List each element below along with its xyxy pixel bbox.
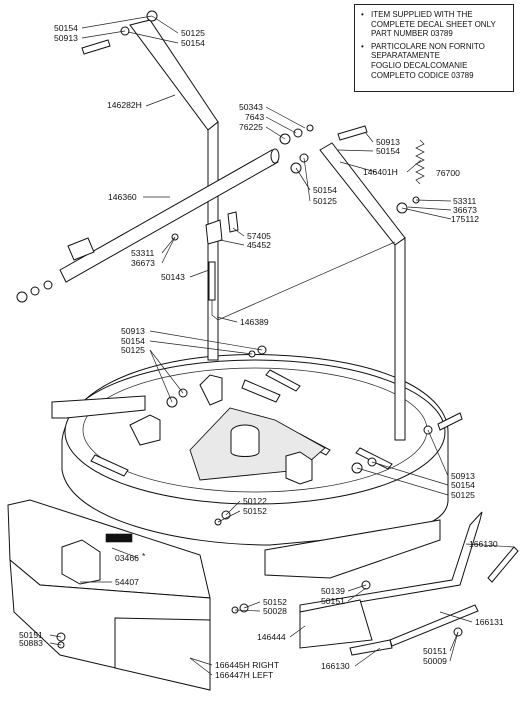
part-label-53311-right: 53311 — [453, 196, 476, 206]
part-label-50009: 50009 — [423, 656, 447, 666]
part-label-166445H-right: 166445H RIGHT — [215, 660, 280, 670]
part-label-146444: 146444 — [257, 632, 286, 642]
part-label-175112: 175112 — [451, 214, 479, 224]
part-label-53311-left: 53311 — [131, 248, 154, 258]
decal-note-italian: PARTICOLARE NON FORNITO SEPARATAMENTE FO… — [361, 42, 507, 80]
part-label-03466: 03466 — [115, 553, 139, 563]
part-label-50154-deck: 50154 — [121, 336, 145, 346]
part-label-166130-bottom: 166130 — [321, 661, 350, 671]
part-label-50152-center: 50152 — [243, 506, 267, 516]
part-label-54407: 54407 — [115, 577, 139, 587]
part-label-146389: 146389 — [240, 317, 269, 327]
part-label-146282H: 146282H — [107, 100, 142, 110]
parts-drawing — [7, 10, 519, 691]
part-label-50154-handle: 50154 — [313, 185, 337, 195]
part-label-166447H-left: 166447H LEFT — [215, 670, 274, 680]
part-label-50913-right: 50913 — [451, 471, 475, 481]
part-label-50152-front: 50152 — [263, 597, 287, 607]
part-label-50125-deck: 50125 — [121, 345, 145, 355]
part-label-76700: 76700 — [436, 168, 460, 178]
part-label-50139: 50139 — [321, 586, 345, 596]
part-label-50151-right: 50151 — [423, 646, 447, 656]
part-label-36673-left: 36673 — [131, 258, 155, 268]
part-label-50125-handle: 50125 — [313, 196, 337, 206]
leader-lines — [49, 15, 515, 676]
part-label-50143: 50143 — [161, 272, 185, 282]
part-label-50154-mid: 50154 — [376, 146, 400, 156]
part-label-7643: 7643 — [245, 112, 264, 122]
part-label-50028: 50028 — [263, 606, 287, 616]
part-label-50154-top: 50154 — [54, 23, 78, 33]
part-label-166130-top: 166130 — [469, 539, 498, 549]
part-label-50122: 50122 — [243, 496, 267, 506]
decal-note-box: ITEM SUPPLIED WITH THE COMPLETE DECAL SH… — [354, 4, 514, 92]
part-label-45452: 45452 — [247, 240, 271, 250]
part-label-57405: 57405 — [247, 231, 271, 241]
part-label-50154-right: 50154 — [451, 480, 475, 490]
part-label-50125-right: 50125 — [451, 490, 475, 500]
part-label-76225: 76225 — [239, 122, 263, 132]
part-label-50154-top-right: 50154 — [181, 38, 205, 48]
part-label-146360: 146360 — [108, 192, 137, 202]
decal-note-english: ITEM SUPPLIED WITH THE COMPLETE DECAL SH… — [361, 10, 507, 39]
part-label-36673-right: 36673 — [453, 205, 477, 215]
part-label-03466-asterisk: * — [142, 551, 146, 561]
part-label-50343: 50343 — [239, 102, 263, 112]
part-label-50913-deck: 50913 — [121, 326, 145, 336]
part-labels: 50154 50913 50125 50154 146282H 50343 76… — [19, 23, 504, 680]
part-label-50913-top: 50913 — [54, 33, 78, 43]
part-label-166131: 166131 — [475, 617, 504, 627]
part-label-50125-top: 50125 — [181, 28, 205, 38]
part-label-50883: 50883 — [19, 638, 43, 648]
part-label-50913-mid: 50913 — [376, 137, 400, 147]
part-label-50151-left: 50151 — [19, 630, 43, 640]
part-label-146401H: 146401H — [363, 167, 398, 177]
part-label-50151-rear: 50151 — [321, 596, 345, 606]
